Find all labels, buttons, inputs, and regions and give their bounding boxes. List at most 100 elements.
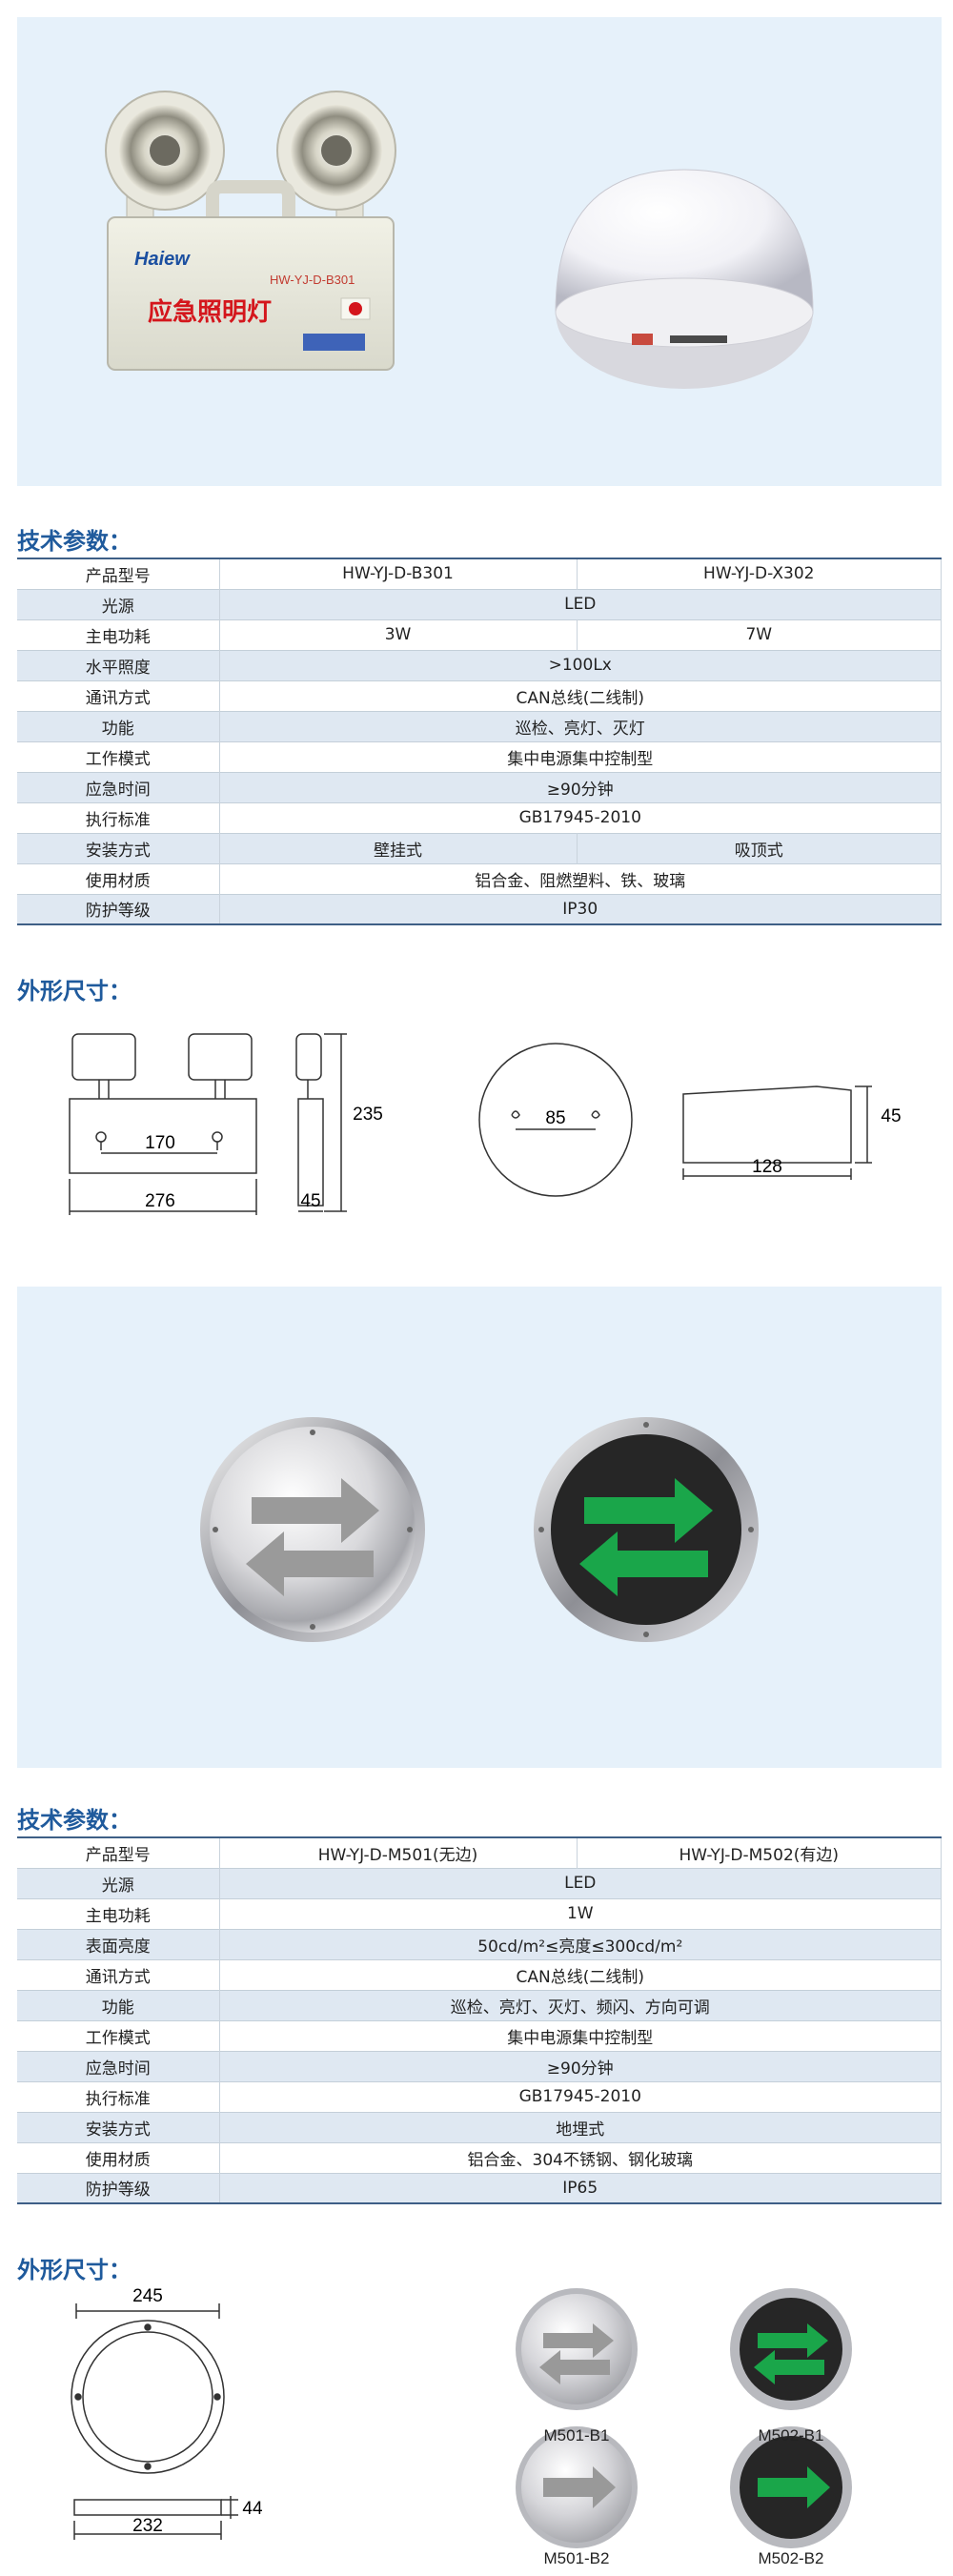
spec-value-b: HW-YJ-D-X302: [576, 558, 942, 589]
spec-label: 光源: [17, 1868, 220, 1898]
spec-label: 执行标准: [17, 802, 220, 833]
twin-head-emergency-light-image: Haiew HW-YJ-D-B301 应急照明灯: [105, 91, 396, 371]
spec-label: 主电功耗: [17, 1898, 220, 1929]
spec-label: 安装方式: [17, 833, 220, 863]
spec-label: 使用材质: [17, 863, 220, 894]
spec-label: 安装方式: [17, 2112, 220, 2142]
spec-label: 通讯方式: [17, 680, 220, 711]
spec-value-b: 7W: [576, 619, 942, 650]
dim-170: 170: [145, 1133, 175, 1153]
spec-row: 应急时间≥90分钟: [17, 772, 942, 802]
spec-row: 功能巡检、亮灯、灭灯: [17, 711, 942, 741]
dimension-drawing-dome: 85 128 45: [478, 1043, 902, 1197]
variant-thumbnails: [516, 2288, 852, 2548]
variant-label-m501-b2: M501-B2: [543, 2549, 610, 2567]
brand-logo: Haiew: [134, 249, 191, 270]
spec-label: 工作模式: [17, 741, 220, 772]
spec-value: ≥90分钟: [218, 2051, 942, 2081]
spec-row: 水平照度>100Lx: [17, 650, 942, 680]
spec-row: 工作模式集中电源集中控制型: [17, 741, 942, 772]
spec-value: LED: [218, 589, 942, 619]
spec-value-b: 吸顶式: [576, 833, 942, 863]
spec-label: 产品型号: [17, 1837, 220, 1868]
spec-label: 通讯方式: [17, 1959, 220, 1990]
spec-label: 主电功耗: [17, 619, 220, 650]
dim-235: 235: [353, 1105, 383, 1125]
spec-row: 安装方式地埋式: [17, 2112, 942, 2142]
spec-label: 表面亮度: [17, 1929, 220, 1959]
product-photo-panel-2: [17, 1287, 942, 1768]
variant-m502-b2-image: [730, 2426, 852, 2548]
product-model-print: HW-YJ-D-B301: [270, 273, 355, 287]
spec-value: GB17945-2010: [218, 802, 942, 833]
dimension-drawing-floor-light: 245 232 44: [71, 2286, 263, 2540]
variant-m501-b2-image: [516, 2426, 638, 2548]
spec-label: 产品型号: [17, 558, 220, 589]
spec-value: 巡检、亮灯、灭灯、频闪、方向可调: [218, 1990, 942, 2020]
spec-value: 巡检、亮灯、灭灯: [218, 711, 942, 741]
dim-128: 128: [752, 1157, 782, 1177]
spec-title-2: 技术参数：: [17, 1807, 132, 1834]
spec-label: 执行标准: [17, 2081, 220, 2112]
dim-232: 232: [132, 2516, 163, 2536]
spec-value: 铝合金、304不锈钢、钢化玻璃: [218, 2142, 942, 2173]
spec-label: 应急时间: [17, 2051, 220, 2081]
floor-indicator-lights-image: [200, 1417, 759, 1642]
spec-label: 防护等级: [17, 2173, 220, 2203]
spec-label: 使用材质: [17, 2142, 220, 2173]
spec-label: 防护等级: [17, 894, 220, 924]
spec-value: 集中电源集中控制型: [218, 2020, 942, 2051]
spec-value: ≥90分钟: [218, 772, 942, 802]
spec-value: GB17945-2010: [218, 2081, 942, 2112]
spec-value: IP65: [218, 2173, 942, 2203]
spec-row: 使用材质铝合金、304不锈钢、钢化玻璃: [17, 2142, 942, 2173]
spec-value: >100Lx: [218, 650, 942, 680]
variant-m502-b1-image: [730, 2288, 852, 2410]
spec-label: 水平照度: [17, 650, 220, 680]
dimension-drawing-twin-head: 170 276 45 235: [69, 1033, 383, 1215]
spec-value-a: 3W: [218, 619, 578, 650]
spec-value: LED: [218, 1868, 942, 1898]
spec-label: 工作模式: [17, 2020, 220, 2051]
dimension-title-1: 外形尺寸：: [17, 978, 132, 1004]
variant-m501-b1-image: [516, 2288, 638, 2410]
variant-label-m502-b2: M502-B2: [758, 2549, 824, 2567]
dim-245: 245: [132, 2286, 163, 2306]
spec-value: 地埋式: [218, 2112, 942, 2142]
product-photo-panel-1: Haiew HW-YJ-D-B301 应急照明灯: [17, 17, 942, 486]
spec-value: 1W: [218, 1898, 942, 1929]
spec-row: 工作模式集中电源集中控制型: [17, 2020, 942, 2051]
spec-row: 应急时间≥90分钟: [17, 2051, 942, 2081]
dim-45-dome: 45: [881, 1106, 901, 1126]
spec-value-a: HW-YJ-D-B301: [218, 558, 578, 589]
dim-45: 45: [300, 1191, 320, 1211]
ceiling-emergency-light-image: [555, 169, 814, 389]
spec-label: 光源: [17, 589, 220, 619]
spec-row: 功能巡检、亮灯、灭灯、频闪、方向可调: [17, 1990, 942, 2020]
variant-label-m502-b1: M502-B1: [758, 2426, 824, 2444]
dim-276: 276: [145, 1191, 175, 1211]
spec-value-a: HW-YJ-D-M501(无边): [218, 1837, 578, 1868]
spec-value: CAN总线(二线制): [218, 680, 942, 711]
spec-row: 使用材质铝合金、阻燃塑料、铁、玻璃: [17, 863, 942, 894]
product-name-print: 应急照明灯: [148, 297, 272, 327]
dim-85: 85: [545, 1108, 565, 1128]
spec-label: 应急时间: [17, 772, 220, 802]
spec-row: 安装方式壁挂式吸顶式: [17, 833, 942, 863]
spec-value: 铝合金、阻燃塑料、铁、玻璃: [218, 863, 942, 894]
variant-label-m501-b1: M501-B1: [543, 2426, 610, 2444]
